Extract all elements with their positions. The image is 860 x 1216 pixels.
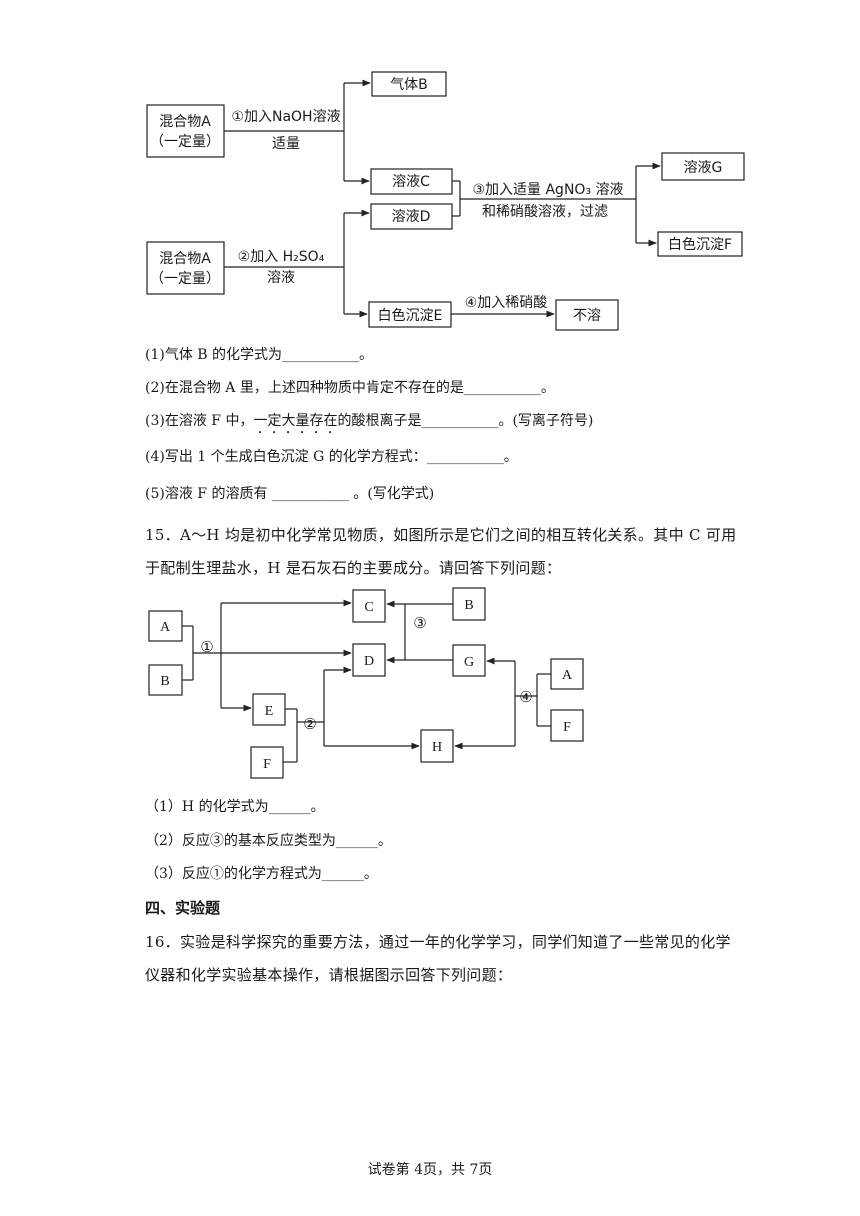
solution-g-box bbox=[661, 152, 745, 181]
label-c: C bbox=[364, 600, 373, 615]
section-heading: 四、实验题 bbox=[145, 899, 221, 917]
step2-sublabel: 溶液 bbox=[267, 270, 295, 286]
box-d bbox=[352, 643, 386, 677]
q15-part-3: （3）反应①的化学方程式为______。 bbox=[145, 866, 378, 882]
insoluble-box bbox=[555, 299, 619, 331]
mixture-a-sub-bottom: （一定量） bbox=[150, 271, 220, 287]
white-ppt-f-label: 白色沉淀F bbox=[668, 236, 732, 253]
step4-label: ④加入稀硝酸 bbox=[465, 295, 548, 311]
question-4: (4)写出 1 个生成白色沉淀 G 的化学方程式：___________。 bbox=[145, 449, 518, 465]
question-2: (2)在混合物 A 里，上述四种物质中肯定不存在的是___________。 bbox=[145, 380, 555, 396]
mixture-a-box-bottom bbox=[146, 241, 225, 295]
solution-c-label: 溶液C bbox=[392, 174, 430, 190]
step2-label: ②加入 H₂SO₄ bbox=[238, 249, 325, 265]
label-a-right: A bbox=[562, 668, 573, 683]
label-h: H bbox=[432, 740, 442, 755]
box-h bbox=[420, 729, 454, 763]
mixture-a-label-top: 混合物A bbox=[159, 114, 211, 130]
reaction-4-marker: ④ bbox=[519, 688, 532, 706]
q15-part-2: （2）反应③的基本反应类型为______。 bbox=[145, 833, 392, 849]
label-d: D bbox=[364, 654, 374, 669]
problem-16-line-1: 16．实验是科学探究的重要方法，通过一年的化学学习，同学们知道了一些常见的化学 bbox=[145, 933, 731, 951]
problem-15-line-2: 于配制生理盐水，H 是石灰石的主要成分。请回答下列问题： bbox=[145, 559, 562, 577]
label-b-left: B bbox=[160, 674, 169, 689]
separation-flowchart: 混合物A （一定量） ①加入NaOH溶液 适量 气体B 溶液C 溶液D ③加入适… bbox=[146, 71, 745, 331]
question-3: (3)在溶液 F 中，一定大量存在的酸根离子是___________。(写离子符… bbox=[145, 410, 593, 437]
q15-part-1: （1）H 的化学式为______。 bbox=[145, 799, 325, 815]
step1-label: ①加入NaOH溶液 bbox=[231, 109, 340, 125]
solution-d-label: 溶液D bbox=[392, 209, 431, 225]
solution-g-label: 溶液G bbox=[684, 160, 723, 176]
mixture-a-label-bottom: 混合物A bbox=[159, 251, 211, 267]
label-a-left: A bbox=[160, 620, 171, 635]
question-5: (5)溶液 F 的溶质有 ___________ 。(写化学式) bbox=[145, 486, 435, 502]
step3-sublabel: 和稀硝酸溶液，过滤 bbox=[482, 204, 608, 220]
label-f-left: F bbox=[263, 757, 271, 772]
problem-15-line-1: 15．A～H 均是初中化学常见物质，如图所示是它们之间的相互转化关系。其中 C … bbox=[145, 526, 737, 544]
question-3-tail: 的酸根离子是___________。(写离子符号) bbox=[337, 413, 594, 429]
question-3-emphasis: 一定大量存在 bbox=[253, 413, 338, 429]
step3-label: ③加入适量 AgNO₃ 溶液 bbox=[472, 182, 623, 198]
white-ppt-f-box bbox=[657, 231, 743, 257]
question-3-lead: (3)在溶液 F 中， bbox=[145, 413, 254, 429]
gas-b-box bbox=[371, 71, 447, 97]
white-ppt-e-label: 白色沉淀E bbox=[378, 307, 443, 324]
reaction-1-marker: ① bbox=[200, 638, 213, 656]
label-e: E bbox=[265, 704, 274, 719]
step1-sublabel: 适量 bbox=[272, 136, 300, 152]
insoluble-label: 不溶 bbox=[573, 308, 601, 324]
reaction-3-marker: ③ bbox=[413, 614, 426, 632]
problem-16-line-2: 仪器和化学实验基本操作，请根据图示回答下列问题： bbox=[145, 966, 513, 984]
reaction-2-marker: ② bbox=[303, 715, 316, 733]
mixture-a-sub-top: （一定量） bbox=[150, 134, 220, 150]
label-f-right: F bbox=[563, 720, 571, 735]
page-footer: 试卷第 4页，共 7页 bbox=[367, 1162, 493, 1178]
label-b-right: B bbox=[464, 598, 473, 613]
box-c bbox=[352, 589, 386, 623]
question-1: (1)气体 B 的化学式为___________。 bbox=[145, 347, 374, 363]
conversion-diagram: A B C D B G E F H A F ① ③ ② ④ bbox=[148, 587, 584, 779]
label-g: G bbox=[464, 655, 474, 670]
gas-b-label: 气体B bbox=[390, 77, 428, 93]
